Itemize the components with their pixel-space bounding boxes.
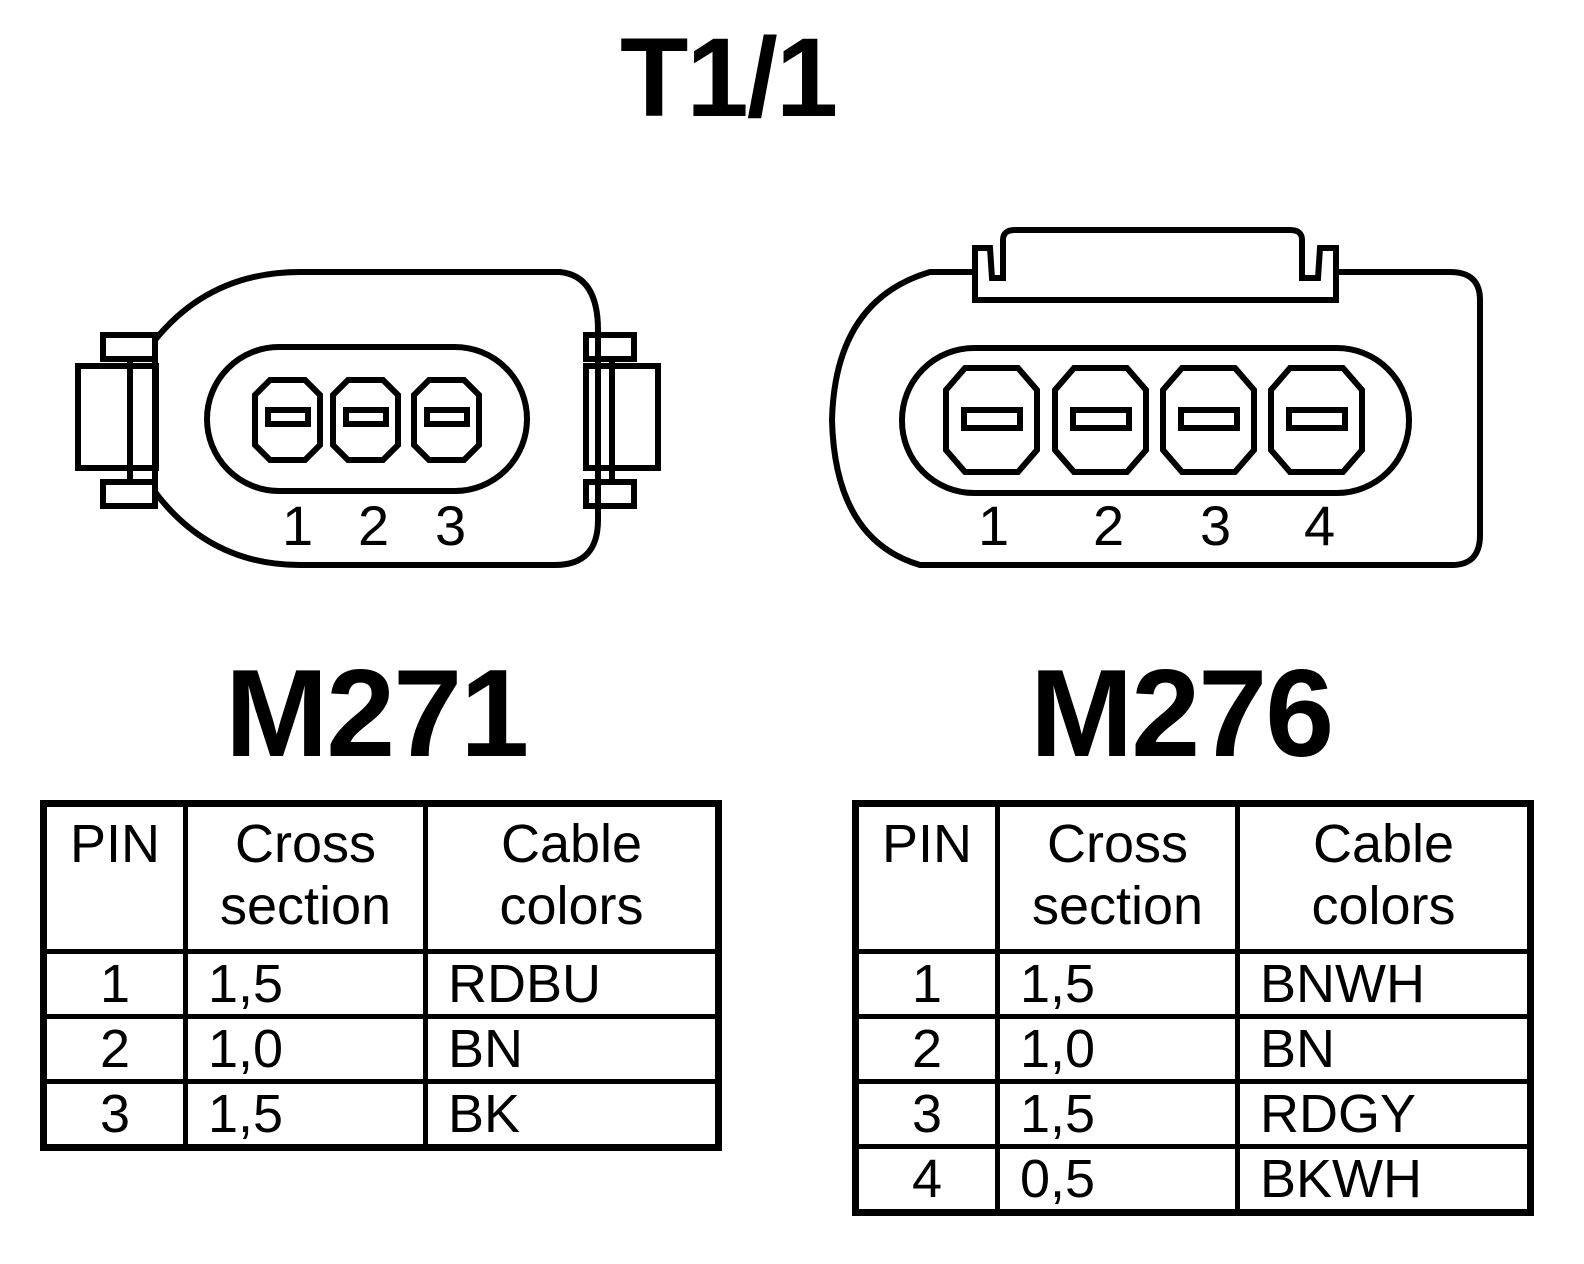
pin-cell: 3	[853, 1079, 1000, 1149]
column-header-cross-section: Cross section	[183, 801, 428, 954]
pin-socket	[330, 377, 401, 463]
pin-table-m276: PIN Cross section Cable colors 1 1,5 BNW…	[852, 800, 1534, 1216]
header-line: Cable	[1312, 814, 1455, 874]
pin-socket	[943, 365, 1040, 475]
table-row: 3 1,5 BK	[41, 1079, 721, 1150]
column-header-cable-colors: Cable colors	[423, 801, 721, 954]
header-line: Cross	[234, 814, 376, 874]
pin-number-label: 1	[978, 494, 1009, 557]
pin-socket	[1052, 365, 1149, 475]
cross-section-cell: 1,5	[183, 949, 428, 1019]
header-line: colors	[1311, 876, 1456, 936]
table-row: 4 0,5 BKWH	[853, 1144, 1533, 1215]
cross-section-cell: 0,5	[995, 1144, 1240, 1215]
table-row: 2 1,0 BN	[41, 1014, 721, 1084]
pin-cell: 2	[41, 1014, 188, 1084]
header-line: colors	[499, 876, 644, 936]
cable-color-cell: RDBU	[423, 949, 721, 1019]
pin-number-label: 2	[1093, 494, 1124, 557]
table-row: 1 1,5 BNWH	[853, 949, 1533, 1019]
pin-cell: 1	[41, 949, 188, 1019]
pin-socket	[1268, 365, 1365, 475]
connector-m276-housing	[828, 227, 1483, 568]
column-header-pin: PIN	[41, 801, 188, 954]
table-row: 3 1,5 RDGY	[853, 1079, 1533, 1149]
cross-section-cell: 1,5	[995, 1079, 1240, 1149]
pin-socket	[1160, 365, 1257, 475]
pin-socket	[252, 377, 323, 463]
cable-color-cell: BN	[1235, 1014, 1533, 1084]
pin-cell: 2	[853, 1014, 1000, 1084]
pin-cell: 4	[853, 1144, 1000, 1215]
table-header-row: PIN Cross section Cable colors	[853, 801, 1533, 954]
cable-color-cell: BNWH	[1235, 949, 1533, 1019]
column-header-pin: PIN	[853, 801, 1000, 954]
cable-color-cell: BN	[423, 1014, 721, 1084]
diagram-title: T1/1	[620, 15, 838, 140]
pin-number-label: 3	[435, 494, 466, 557]
column-header-cross-section: Cross section	[995, 801, 1240, 954]
cross-section-cell: 1,0	[183, 1014, 428, 1084]
pin-socket	[411, 377, 482, 463]
table-row: 1 1,5 RDBU	[41, 949, 721, 1019]
pin-number-label: 3	[1200, 494, 1231, 557]
model-label-m271: M271	[225, 645, 529, 783]
pin-cell: 3	[41, 1079, 188, 1150]
cross-section-cell: 1,5	[183, 1079, 428, 1150]
connector-m271-housing	[75, 269, 661, 568]
header-line: section	[1031, 876, 1204, 936]
pin-cell: 1	[853, 949, 1000, 1019]
cross-section-cell: 1,5	[995, 949, 1240, 1019]
cable-color-cell: BK	[423, 1079, 721, 1150]
table-header-row: PIN Cross section Cable colors	[41, 801, 721, 954]
table-row: 2 1,0 BN	[853, 1014, 1533, 1084]
connector-m271-pins	[252, 377, 482, 463]
cable-color-cell: BKWH	[1235, 1144, 1533, 1215]
model-label-m276: M276	[1030, 645, 1334, 783]
cable-color-cell: RDGY	[1235, 1079, 1533, 1149]
pin-table-m271: PIN Cross section Cable colors 1 1,5 RDB…	[40, 800, 722, 1151]
pin-number-label: 4	[1304, 494, 1335, 557]
connector-m276-pins	[943, 365, 1365, 475]
cross-section-cell: 1,0	[995, 1014, 1240, 1084]
pin-number-label: 2	[358, 494, 389, 557]
header-line: section	[219, 876, 392, 936]
pin-number-label: 1	[282, 494, 313, 557]
header-line: Cross	[1046, 814, 1188, 874]
column-header-cable-colors: Cable colors	[1235, 801, 1533, 954]
header-line: Cable	[500, 814, 643, 874]
